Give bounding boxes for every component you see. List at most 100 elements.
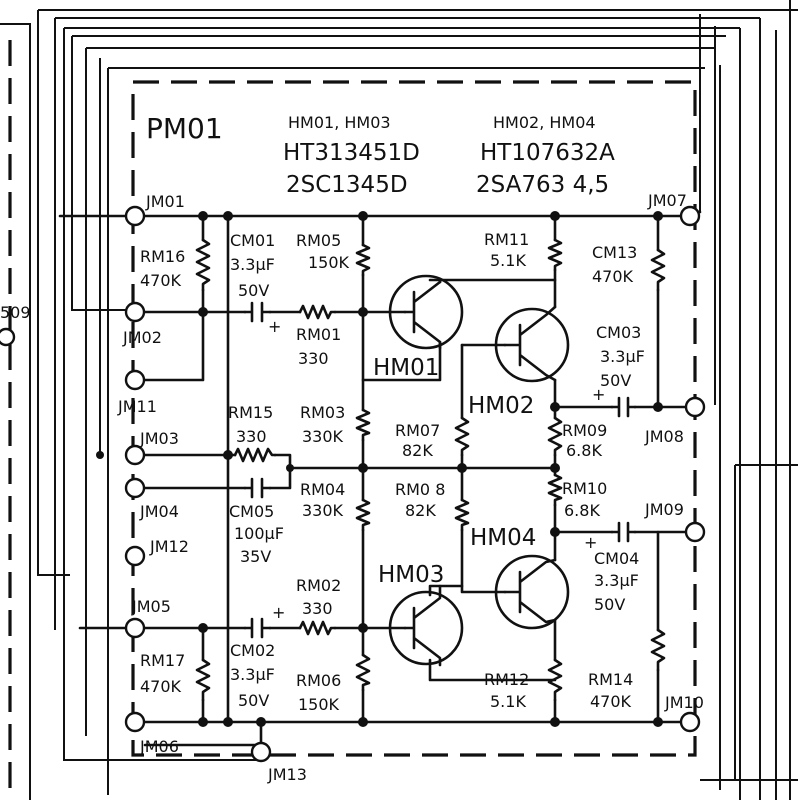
- module-boundary: [131, 80, 697, 757]
- label-cm04-volt: 50V: [594, 595, 625, 614]
- transistor-hm04-symbol: [494, 554, 570, 630]
- resistor-rm14: [650, 628, 666, 672]
- label-509: 509: [0, 303, 31, 322]
- label-jm12: JM12: [149, 537, 189, 556]
- header-part-1a: HT313451D: [283, 140, 420, 166]
- label-cm04-cap: 3.3μF: [594, 571, 639, 590]
- label-jm05: JM05: [131, 597, 171, 616]
- resistor-rm09: [547, 416, 563, 457]
- label-rm17-val: 470K: [140, 677, 182, 696]
- capacitor-cm02: [243, 617, 272, 639]
- transistor-hm02-symbol: [494, 305, 570, 383]
- resistor-rm02: [298, 620, 337, 636]
- label-rm08-val: 82K: [405, 501, 436, 520]
- label-rm15-ref: RM15: [228, 403, 273, 422]
- resistor-rm12: [547, 658, 563, 702]
- label-rm09-val: 6.8K: [566, 441, 602, 460]
- polarity-cm04: +: [584, 533, 597, 552]
- terminal-jm11: [124, 369, 146, 391]
- resistor-rm15: [233, 447, 277, 463]
- label-rm14-val: 470K: [590, 692, 632, 711]
- resistor-rm08: [454, 498, 470, 532]
- label-rm12-val: 5.1K: [490, 692, 526, 711]
- terminal-509: [0, 327, 16, 347]
- capacitor-cm04: [610, 521, 637, 543]
- resistor-rm01: [298, 304, 337, 320]
- label-jm10: JM10: [664, 693, 704, 712]
- label-cm01-ref: CM01: [230, 231, 275, 250]
- resistor-rm10: [547, 473, 563, 507]
- resistor-rm04: [355, 498, 371, 532]
- capacitors: [243, 301, 637, 639]
- label-rm15-val: 330: [236, 427, 267, 446]
- label-jm03: JM03: [139, 429, 179, 448]
- label-rm07-val: 82K: [402, 441, 433, 460]
- label-cm02-cap: 3.3μF: [230, 665, 275, 684]
- label-rm09-ref: RM09: [562, 421, 607, 440]
- capacitor-cm05: [243, 477, 272, 499]
- label-rm04-val: 330K: [302, 501, 344, 520]
- label-rm11-val: 5.1K: [490, 251, 526, 270]
- label-jm06: JM06: [139, 737, 179, 756]
- label-cm13-ref: CM13: [592, 243, 637, 262]
- label-rm16-val: 470K: [140, 271, 182, 290]
- label-rm05-val: 150K: [308, 253, 350, 272]
- label-cm05-cap: 100μF: [234, 524, 284, 543]
- label-cm01-cap: 3.3μF: [230, 255, 275, 274]
- module-name: PM01: [146, 112, 223, 145]
- label-rm03-ref: RM03: [300, 403, 345, 422]
- label-jm11: JM11: [117, 397, 157, 416]
- label-rm06-ref: RM06: [296, 671, 341, 690]
- header-part-2a: HT107632A: [480, 140, 615, 166]
- label-rm03-val: 330K: [302, 427, 344, 446]
- label-jm08: JM08: [644, 427, 684, 446]
- label-hm04: HM04: [470, 525, 536, 551]
- label-jm04: JM04: [139, 502, 179, 521]
- header-refs-1: HM01, HM03: [288, 113, 391, 132]
- label-rm04-ref: RM04: [300, 480, 345, 499]
- terminal-jm01: [124, 205, 146, 227]
- label-cm03-volt: 50V: [600, 371, 631, 390]
- resistor-rm07: [454, 416, 470, 457]
- label-cm13-cap: 470K: [592, 267, 634, 286]
- resistor-rm11: [547, 238, 563, 272]
- label-rm11-ref: RM11: [484, 230, 529, 249]
- terminal-jm04: [124, 477, 146, 499]
- label-hm01: HM01: [373, 355, 439, 381]
- label-rm16-ref: RM16: [140, 247, 185, 266]
- label-cm02-ref: CM02: [230, 641, 275, 660]
- terminal-jm10: [679, 711, 701, 733]
- label-cm01-volt: 50V: [238, 281, 269, 300]
- polarity-cm01: +: [268, 317, 281, 336]
- label-rm02-ref: RM02: [296, 576, 341, 595]
- polarity-cm02: +: [272, 603, 285, 622]
- label-cm05-volt: 35V: [240, 547, 271, 566]
- label-cm04-ref: CM04: [594, 549, 639, 568]
- transistor-hm01-symbol: [361, 274, 464, 382]
- resistor-rm03: [355, 408, 371, 442]
- resistor-rm16: [195, 238, 211, 292]
- header-part-2b: 2SA763 4,5: [476, 172, 609, 198]
- label-jm13: JM13: [267, 765, 307, 784]
- transistor-hm03-symbol: [388, 584, 464, 667]
- label-hm02: HM02: [468, 393, 534, 419]
- label-cm03-ref: CM03: [596, 323, 641, 342]
- label-rm10-ref: RM10: [562, 479, 607, 498]
- label-cm05-ref: CM05: [229, 502, 274, 521]
- resistor-rm06: [355, 653, 371, 692]
- header-refs-2: HM02, HM04: [493, 113, 596, 132]
- terminal-jm09: [684, 521, 706, 543]
- capacitor-cm01: [243, 301, 272, 323]
- label-cm02-volt: 50V: [238, 691, 269, 710]
- terminals: [0, 205, 706, 763]
- label-rm12-ref: RM12: [484, 670, 529, 689]
- label-rm01-ref: RM01: [296, 325, 341, 344]
- terminal-jm13: [250, 741, 272, 763]
- label-jm01: JM01: [145, 192, 185, 211]
- label-cm03-cap: 3.3μF: [600, 347, 645, 366]
- header-part-1b: 2SC1345D: [286, 172, 408, 198]
- terminal-jm12: [124, 545, 146, 567]
- resistor-rm17: [195, 658, 211, 702]
- label-rm08-ref: RM0 8: [395, 480, 445, 499]
